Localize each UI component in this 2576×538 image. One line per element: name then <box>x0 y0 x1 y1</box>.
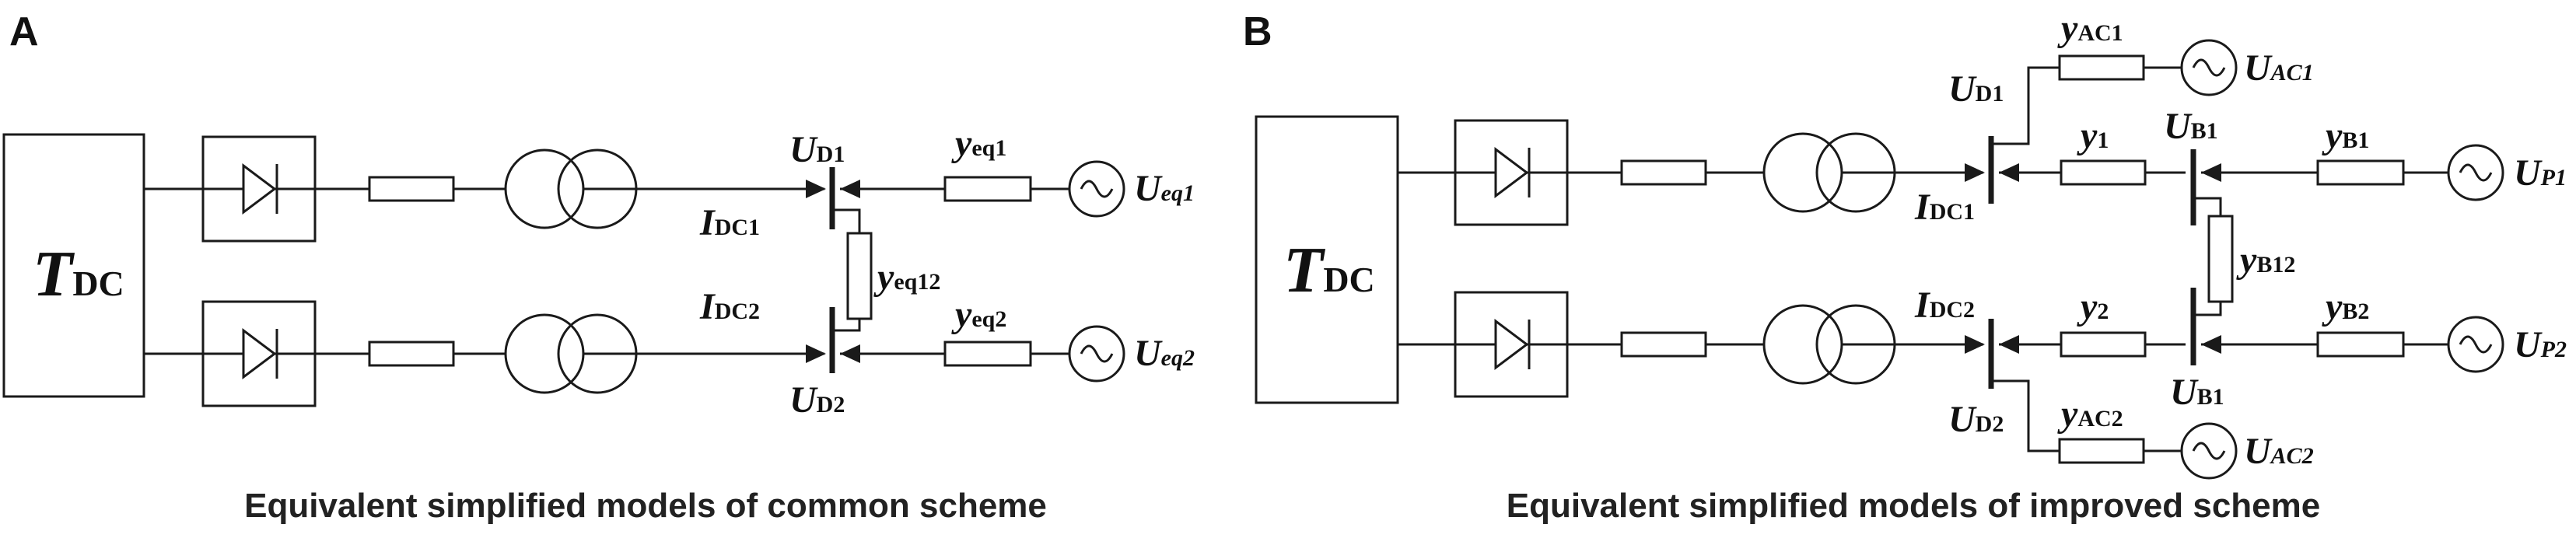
label-ud2: UD2 <box>789 379 845 421</box>
ac-source-icon <box>1068 160 1125 218</box>
label-yb2: yB2 <box>2322 286 2369 327</box>
label-ud1: UD1 <box>1948 68 2004 110</box>
ac-source-icon <box>2447 144 2504 201</box>
caption-a: Equivalent simplified models of common s… <box>244 487 1047 525</box>
panel-b-letter: B <box>1243 9 1272 54</box>
label-idc2: IDC2 <box>699 286 760 327</box>
resistor-icon <box>2316 331 2405 358</box>
tdc-label: TDC <box>1283 234 1375 306</box>
ac-source-icon <box>2180 422 2238 480</box>
tdc-box <box>1255 115 1399 404</box>
label-uac2: UAC2 <box>2244 431 2314 472</box>
rectifier-diode-icon <box>1454 291 1569 398</box>
rectifier-diode-icon <box>201 135 317 243</box>
resistor-icon <box>1620 159 1707 186</box>
resistor-icon <box>2058 438 2145 464</box>
tdc-label: TDC <box>33 238 124 310</box>
caption-b: Equivalent simplified models of improved… <box>1507 487 2320 525</box>
panel-a: A TDC <box>2 9 1195 525</box>
label-idc1: IDC1 <box>699 202 760 243</box>
label-up2: UP2 <box>2514 324 2567 365</box>
label-ub1-top: UB1 <box>2164 106 2218 147</box>
label-yb12: yB12 <box>2236 239 2295 281</box>
label-yac2: yAC2 <box>2057 393 2123 435</box>
resistor-icon <box>2058 54 2145 81</box>
tdc-box <box>2 133 145 398</box>
label-idc2: IDC2 <box>1914 285 1975 326</box>
resistor-icon <box>2316 159 2405 186</box>
resistor-icon <box>2060 331 2147 358</box>
label-yb1: yB1 <box>2322 115 2369 156</box>
label-up1: UP1 <box>2514 152 2567 194</box>
ac-source-icon <box>2180 39 2238 96</box>
panel-b: B TDC <box>1243 8 2567 525</box>
label-ub1-bottom: UB1 <box>2170 372 2224 413</box>
label-y2: y2 <box>2077 286 2109 327</box>
label-ud2: UD2 <box>1948 399 2004 440</box>
label-yeq2: yeq2 <box>951 294 1006 335</box>
rectifier-diode-icon <box>201 300 317 407</box>
resistor-icon <box>368 176 455 202</box>
resistor-icon <box>1620 331 1707 358</box>
panel-a-letter: A <box>9 9 39 54</box>
ac-source-icon <box>2447 316 2504 373</box>
label-ueq2: Ueq2 <box>1134 333 1195 374</box>
label-ueq1: Ueq1 <box>1134 168 1195 209</box>
label-y1: y1 <box>2077 115 2109 156</box>
resistor-icon <box>368 341 455 367</box>
label-uac1: UAC1 <box>2244 47 2314 89</box>
label-idc1: IDC1 <box>1914 187 1975 228</box>
resistor-icon <box>943 176 1032 202</box>
ac-source-icon <box>1068 325 1125 383</box>
label-yac1: yAC1 <box>2057 8 2123 49</box>
label-ud1: UD1 <box>789 129 845 170</box>
resistor-icon <box>846 232 873 320</box>
transformer-icon <box>504 313 638 394</box>
rectifier-diode-icon <box>1454 119 1569 226</box>
resistor-icon <box>2207 215 2234 303</box>
transformer-icon <box>504 148 638 229</box>
transformer-icon <box>1762 304 1896 385</box>
transformer-icon <box>1762 132 1896 213</box>
label-yeq1: yeq1 <box>951 123 1006 164</box>
resistor-icon <box>2060 159 2147 186</box>
resistor-icon <box>943 341 1032 367</box>
label-yeq12: yeq12 <box>873 257 940 298</box>
